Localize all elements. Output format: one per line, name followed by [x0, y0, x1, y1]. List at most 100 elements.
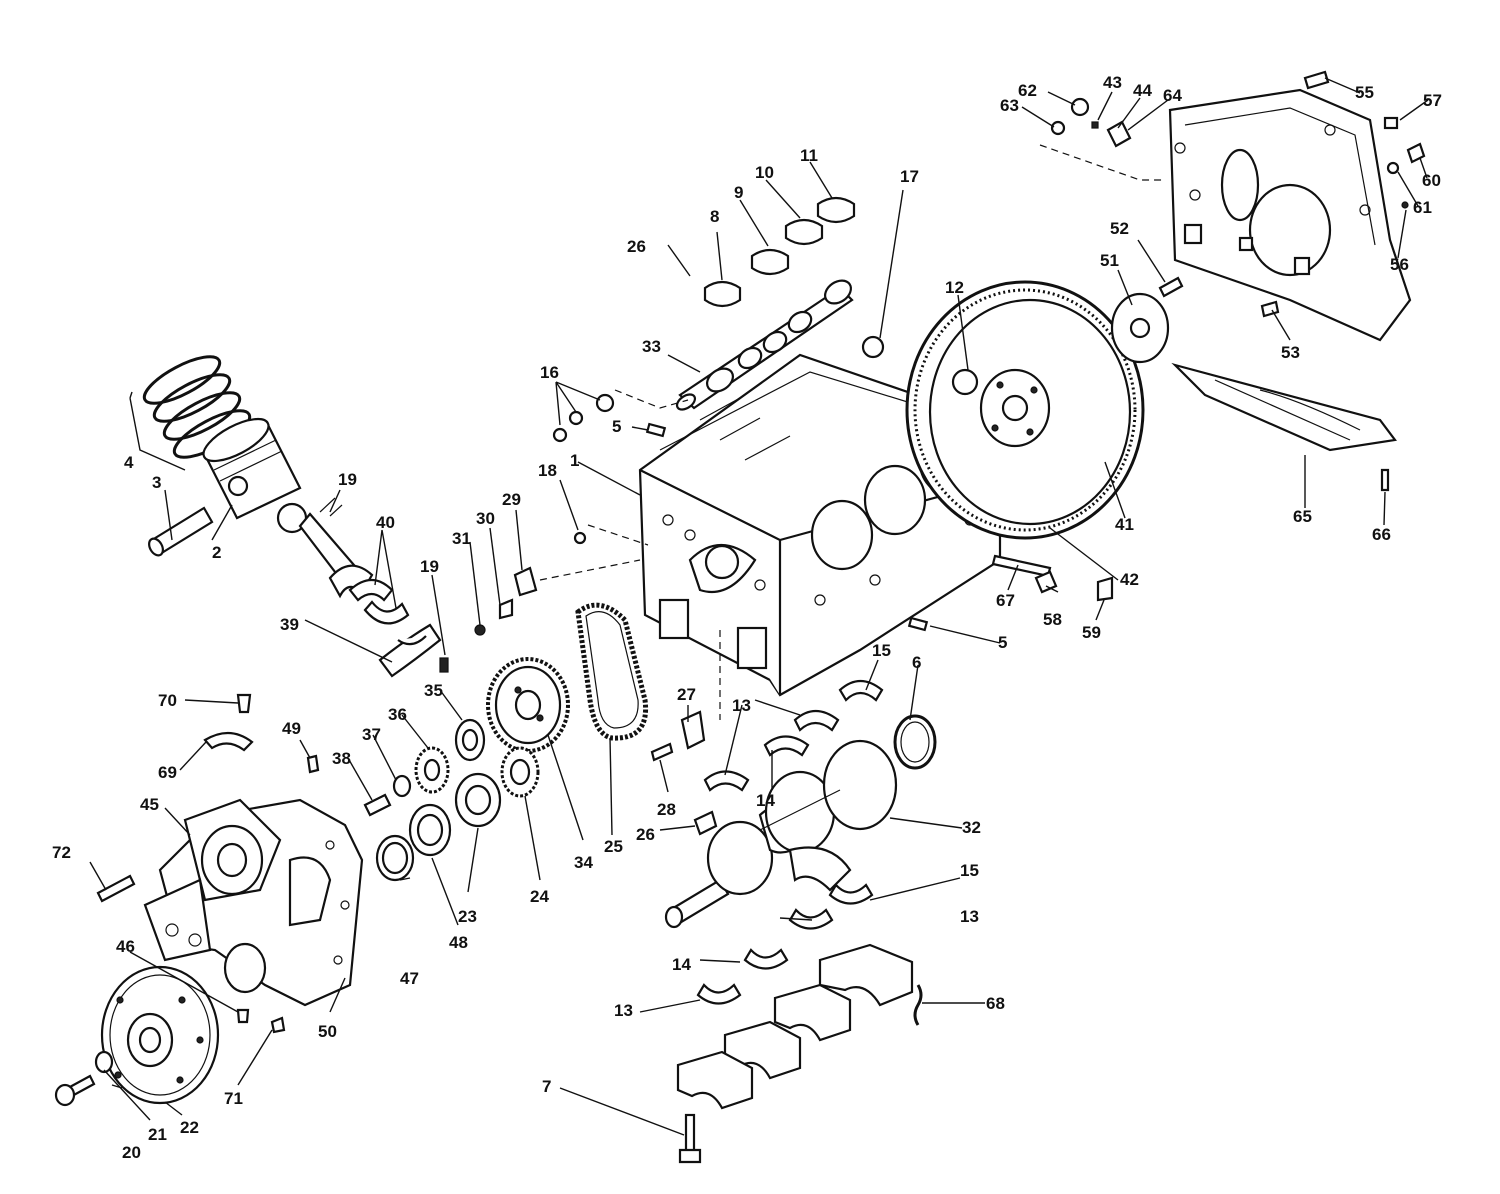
oil-gallery-plugs: [552, 393, 615, 443]
parts-drawing: [54, 70, 1426, 1164]
fuel-pump-eccentric: [454, 718, 486, 762]
damper-bolt: [54, 1074, 96, 1107]
callout-51: 51: [1100, 251, 1119, 270]
callout-14-lower: 14: [672, 955, 691, 974]
callout-19-rod: 19: [338, 470, 357, 489]
camshaft: [675, 279, 854, 411]
dowel-5-lower: [907, 616, 929, 632]
callout-46: 46: [116, 937, 135, 956]
callout-10: 10: [755, 163, 774, 182]
bolt-46: [236, 1008, 250, 1024]
callout-labels: 1 2 3 4 5 5 6 7 8 9 10 11 12 13 13 13 14…: [52, 73, 1442, 1162]
callout-13-lower: 13: [614, 1001, 633, 1020]
callout-16: 16: [540, 363, 559, 382]
callout-30: 30: [476, 509, 495, 528]
chain-tensioner: [474, 566, 706, 762]
callout-59: 59: [1082, 623, 1101, 642]
leader-lines: [89, 77, 1429, 1136]
cover-bolt-72: [96, 874, 136, 903]
callout-67: 67: [996, 591, 1015, 610]
callout-69: 69: [158, 763, 177, 782]
callout-32: 32: [962, 818, 981, 837]
callout-38: 38: [332, 749, 351, 768]
callout-35: 35: [424, 681, 443, 700]
callout-60: 60: [1422, 171, 1441, 190]
plug-18: [573, 531, 587, 545]
callout-64: 64: [1163, 86, 1182, 105]
callout-18: 18: [538, 461, 557, 480]
callout-25: 25: [604, 837, 623, 856]
callout-42: 42: [1120, 570, 1139, 589]
camshaft-washer: [392, 774, 412, 798]
callout-14-upper: 14: [756, 791, 775, 810]
callout-62: 62: [1018, 81, 1037, 100]
callout-41: 41: [1115, 515, 1134, 534]
callout-27: 27: [677, 685, 696, 704]
callout-11: 11: [800, 146, 818, 165]
callout-20: 20: [122, 1143, 141, 1162]
crank-adapter-hub: [1110, 276, 1184, 364]
callout-12: 12: [945, 278, 964, 297]
rod-bearing-shells: [348, 578, 410, 625]
callout-57: 57: [1423, 91, 1442, 110]
callout-68: 68: [986, 994, 1005, 1013]
cover-bolt: [1380, 468, 1390, 492]
main-bearing-caps: [676, 943, 923, 1110]
rear-main-seal: [893, 714, 937, 770]
upper-main-bearings: [703, 679, 884, 792]
damper-washer: [94, 1050, 114, 1074]
callout-24: 24: [530, 887, 549, 906]
callout-65: 65: [1293, 507, 1312, 526]
flywheel-housing: [1168, 88, 1412, 342]
callout-63: 63: [1000, 96, 1019, 115]
callout-19-nut: 19: [420, 557, 439, 576]
callout-71: 71: [224, 1089, 243, 1108]
pin-49: [306, 754, 320, 774]
hose-bracket: [203, 731, 254, 752]
callout-8: 8: [710, 207, 719, 226]
vibration-damper: [100, 965, 220, 1105]
callout-21: 21: [148, 1125, 167, 1144]
dowel-pin: [645, 422, 667, 438]
rear-studs: [991, 554, 1114, 602]
callout-45: 45: [140, 795, 159, 814]
callout-36: 36: [388, 705, 407, 724]
callout-23: 23: [458, 907, 477, 926]
callout-70: 70: [158, 691, 177, 710]
timing-cover: [143, 798, 364, 1007]
callout-33: 33: [642, 337, 661, 356]
callout-5-upper: 5: [612, 417, 621, 436]
alignment-lines: [539, 144, 1165, 720]
callout-34: 34: [574, 853, 593, 872]
callout-17: 17: [900, 167, 919, 186]
callout-66: 66: [1372, 525, 1391, 544]
callout-53: 53: [1281, 343, 1300, 362]
callout-48: 48: [449, 933, 468, 952]
callout-28: 28: [657, 800, 676, 819]
timing-chain: [575, 602, 649, 741]
callout-22: 22: [180, 1118, 199, 1137]
callout-5-lower: 5: [998, 633, 1007, 652]
callout-37: 37: [362, 725, 381, 744]
callout-47: 47: [400, 969, 419, 988]
callout-58: 58: [1043, 610, 1062, 629]
connecting-rod: [276, 497, 374, 599]
callout-56: 56: [1390, 255, 1409, 274]
callout-6: 6: [912, 653, 921, 672]
rod-cap: [378, 623, 449, 678]
callout-26-upper: 26: [627, 237, 646, 256]
camshaft-bearings: [703, 196, 856, 308]
callout-13-mid: 13: [960, 907, 979, 926]
callout-55: 55: [1355, 83, 1374, 102]
callout-61: 61: [1413, 198, 1432, 217]
piston-pin: [148, 506, 214, 557]
callout-40: 40: [376, 513, 395, 532]
bracket-bolt: [236, 693, 252, 714]
flywheel-cover-plate: [1171, 362, 1397, 452]
callout-26-lower: 26: [636, 825, 655, 844]
callout-49: 49: [282, 719, 301, 738]
callout-13-upper: 13: [732, 696, 751, 715]
callout-3: 3: [152, 473, 161, 492]
front-seal: [408, 803, 452, 857]
camshaft-sprocket: [486, 657, 570, 753]
